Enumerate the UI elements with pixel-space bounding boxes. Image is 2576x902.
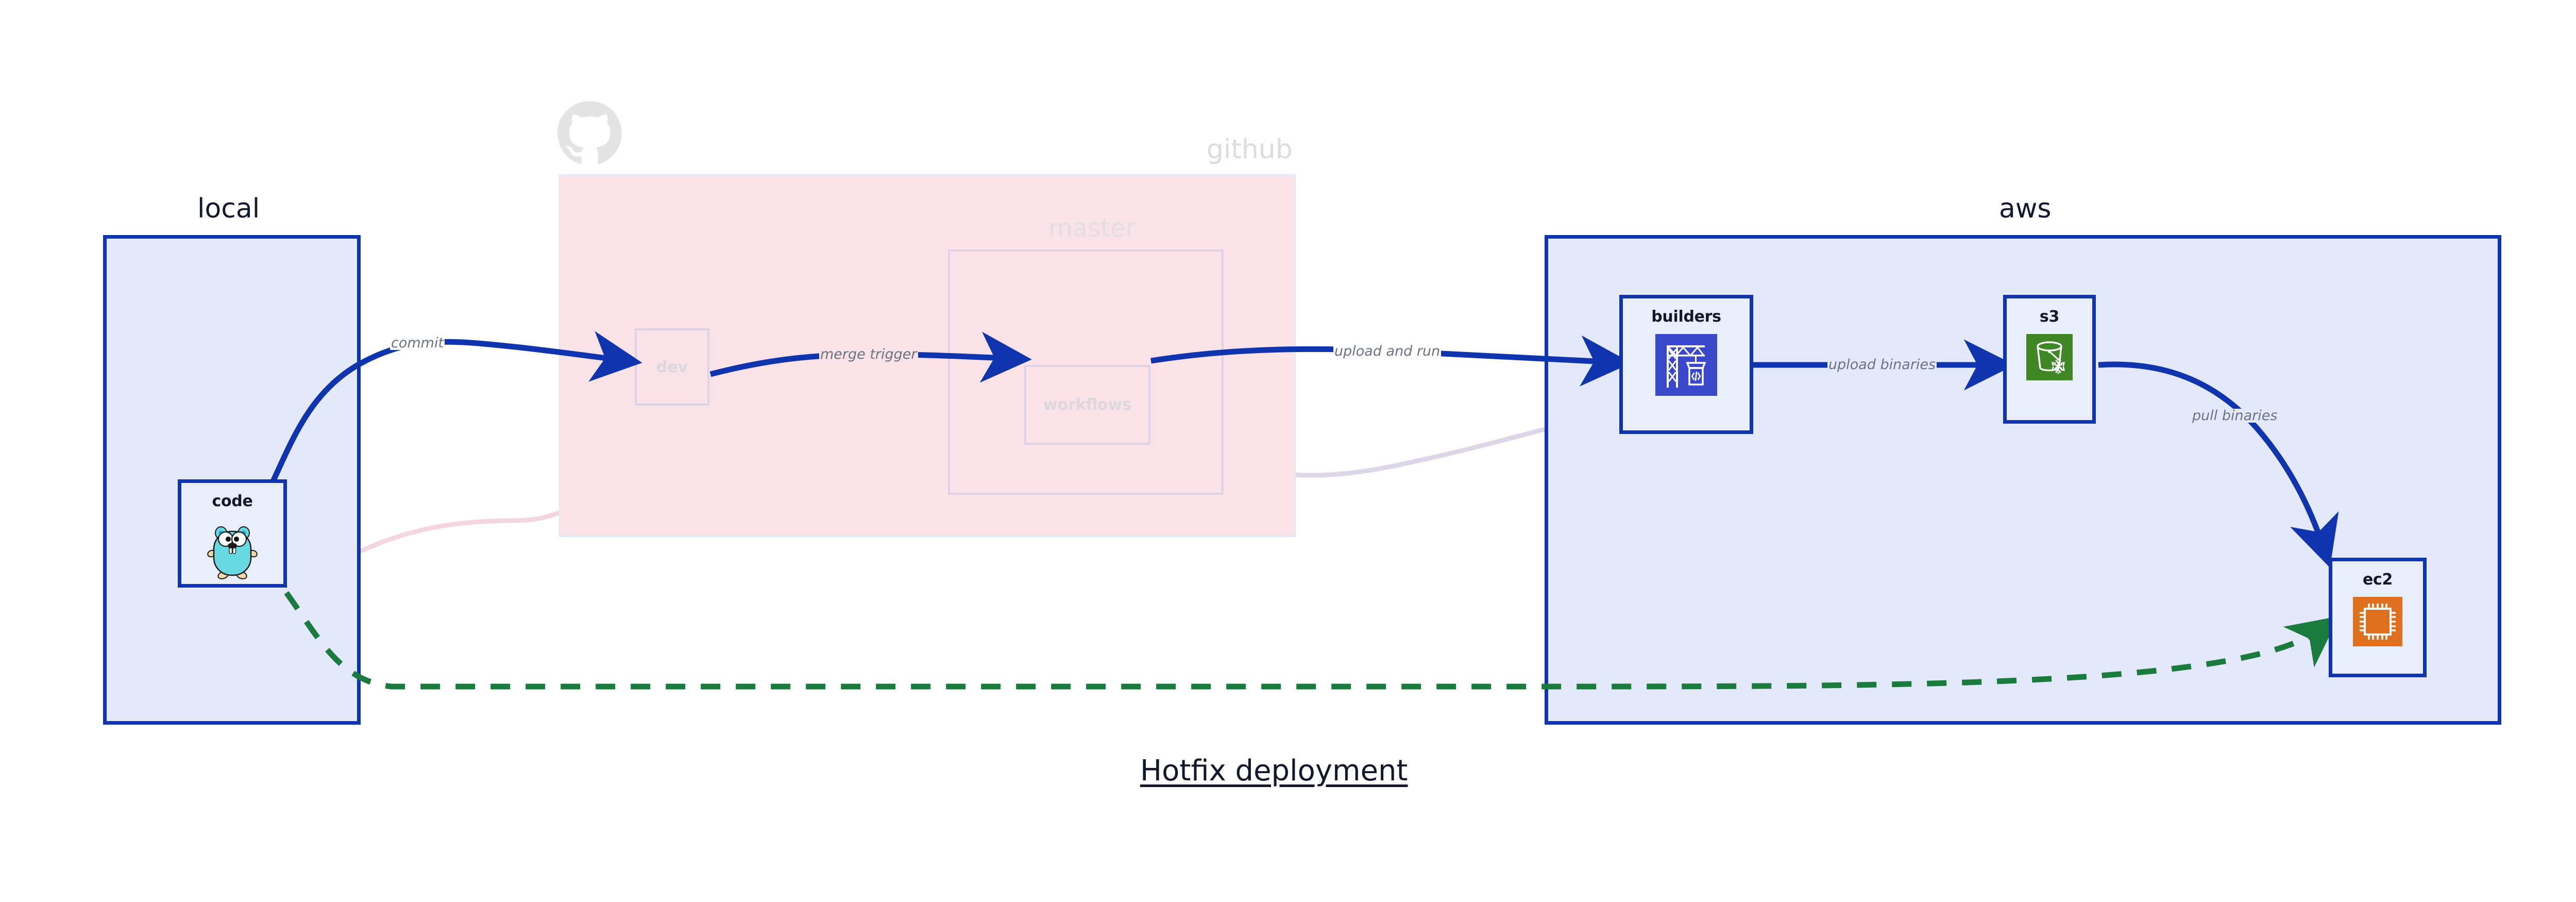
node-dev[interactable]: dev (635, 328, 709, 406)
cluster-label-local: local (197, 193, 260, 224)
node-code[interactable]: code (178, 479, 287, 588)
aws-s3-bucket-icon (2026, 334, 2073, 382)
cluster-label-github: github (1207, 134, 1293, 165)
github-octocat-icon (557, 101, 622, 165)
edge-label-commit: commit (390, 335, 445, 351)
go-gopher-icon (205, 519, 260, 581)
node-dev-label: dev (656, 358, 688, 376)
node-s3[interactable]: s3 (2003, 295, 2096, 424)
edge-label-upload-binaries: upload binaries (1827, 357, 1937, 373)
aws-ec2-chip-icon (2353, 597, 2402, 648)
node-builders[interactable]: builders (1619, 295, 1753, 434)
node-builders-label: builders (1651, 308, 1721, 326)
edge-label-pull-binaries: pull binaries (2191, 408, 2279, 424)
node-ec2-label: ec2 (2362, 571, 2393, 589)
cluster-label-aws: aws (1999, 193, 2052, 224)
diagram-title: Hotfix deployment (1140, 754, 1408, 788)
node-workflows[interactable]: workflows (1024, 365, 1150, 445)
node-s3-label: s3 (2039, 308, 2060, 326)
node-workflows-label: workflows (1043, 396, 1132, 414)
edge-label-upload-and-run: upload and run (1333, 343, 1442, 359)
node-code-label: code (212, 492, 253, 510)
aws-codebuild-crane-icon (1655, 334, 1717, 398)
ghost-subcluster-master-label: master (1048, 214, 1136, 243)
edge-label-merge-trigger: merge trigger (819, 346, 918, 362)
node-ec2[interactable]: ec2 (2329, 558, 2427, 677)
